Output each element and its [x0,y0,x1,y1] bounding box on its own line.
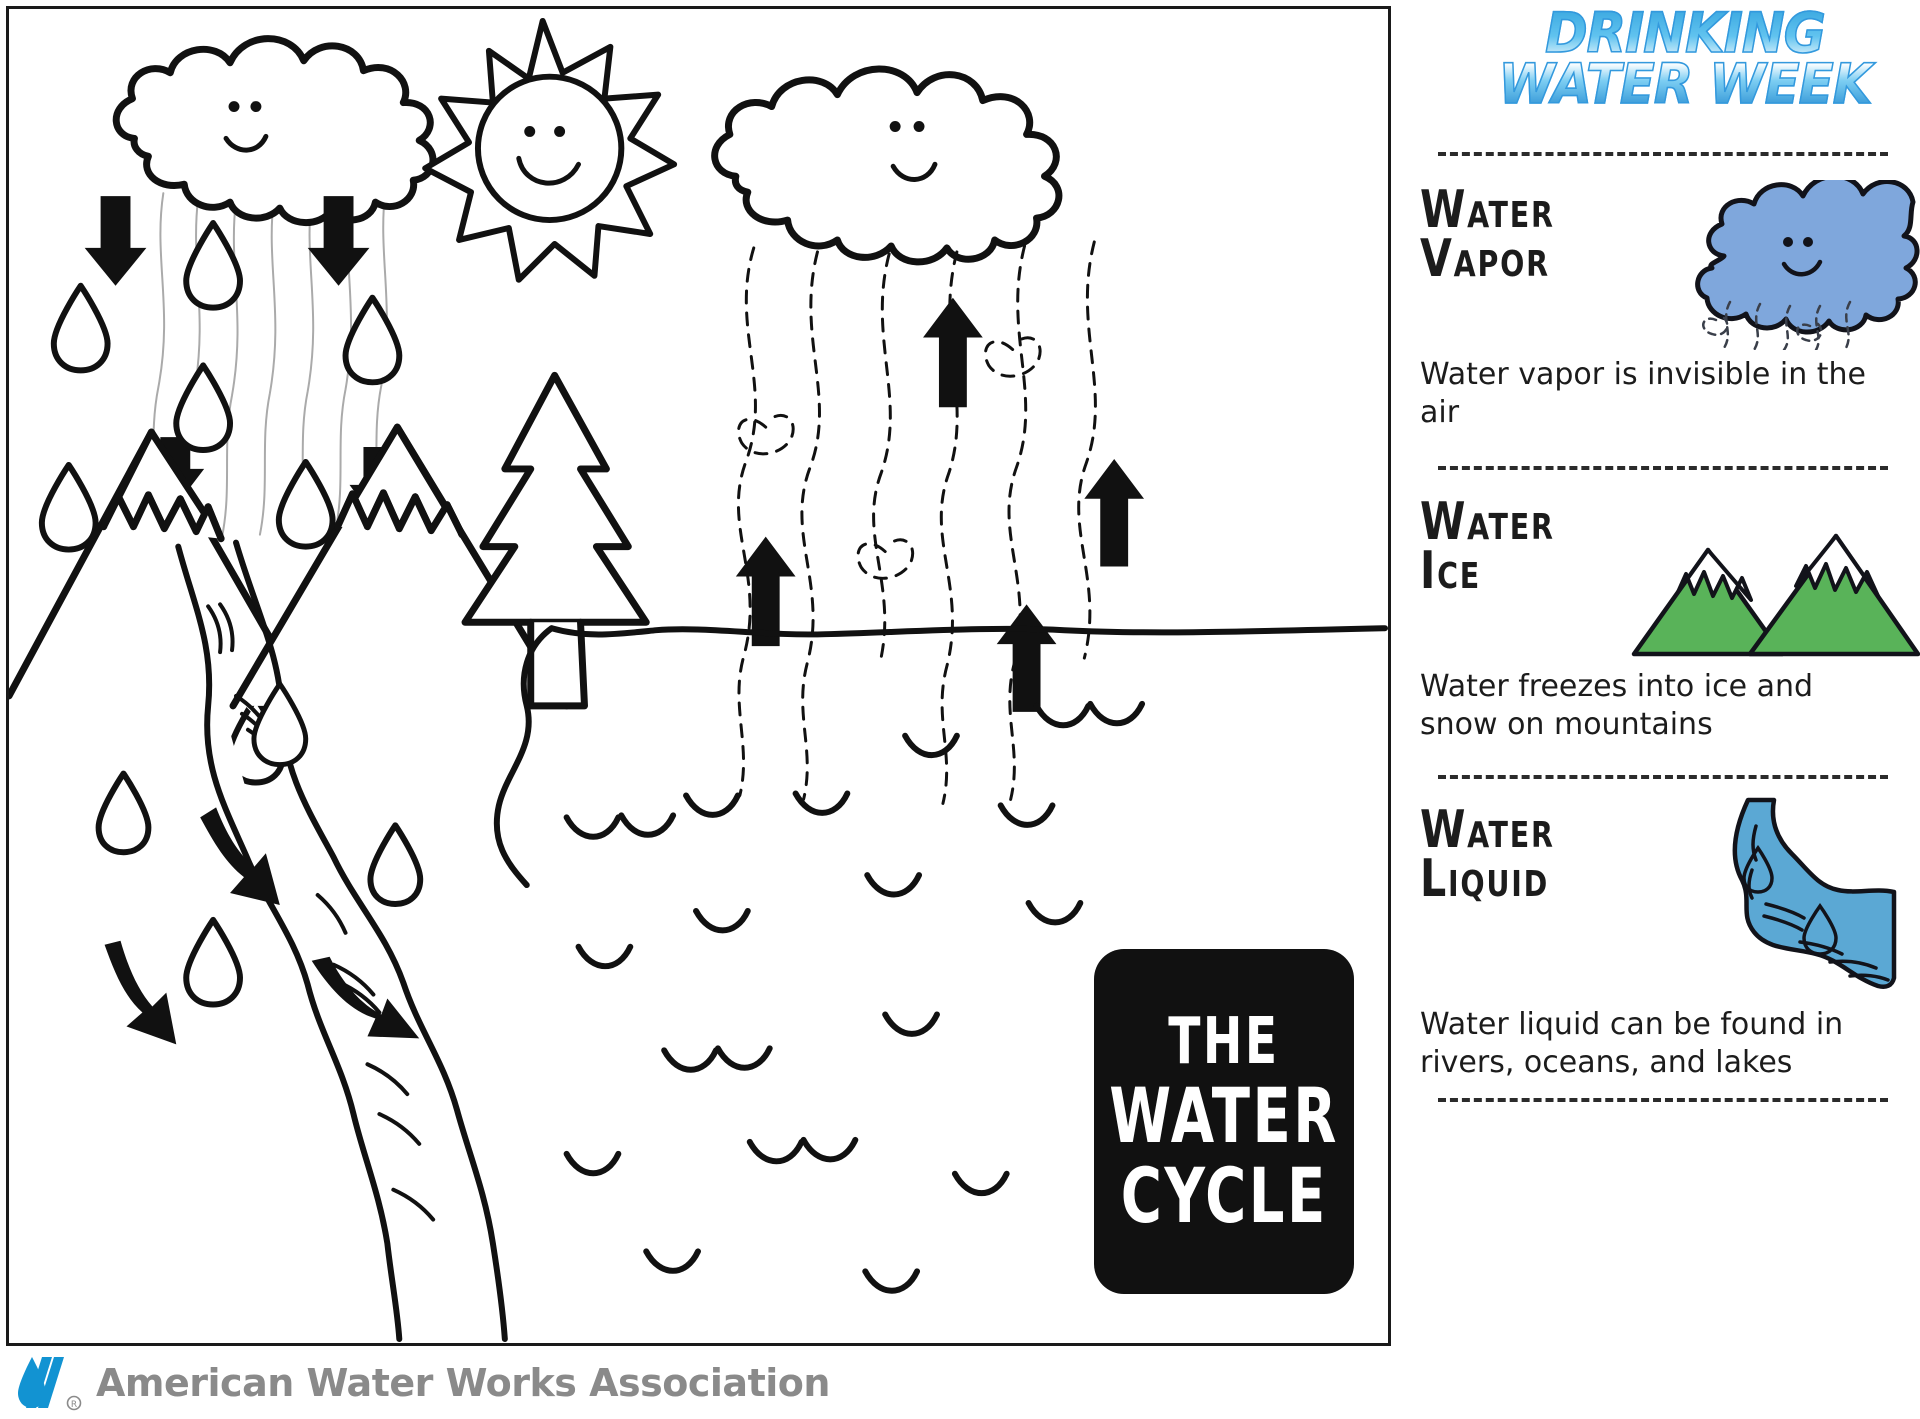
blue-river-icon [1732,797,1897,989]
legend-sidebar: DRINKING WATER WEEK Water Vapor [1400,0,1920,1360]
green-snowcap-mountains-icon [1631,533,1920,657]
section-heading-water-liquid: Water Liquid [1420,800,1555,909]
badge-line-1: THE [1168,1004,1280,1079]
cloud2-eye-right [913,120,925,132]
title-line-1: DRINKING [1544,1,1826,65]
shoreline [493,625,1388,889]
rain-cloud-left [112,35,437,227]
sun-eye-right [554,125,566,137]
section-description-water-vapor: Water vapor is invisible in the air [1420,357,1867,430]
section-description-water-liquid: Water liquid can be found in rivers, oce… [1420,1007,1844,1080]
coloring-illustration-panel: THE WATER CYCLE [6,6,1391,1346]
runoff-arrows [104,807,420,1045]
divider-after-ice [1438,775,1888,779]
legend-section-water-liquid: Water Liquid Water [1420,797,1920,1081]
footer-organization-name: American Water Works Association [96,1361,830,1405]
sun-icon [422,17,678,283]
cloud2-eye-left [889,120,901,132]
mountain-range [9,423,571,710]
legend-section-water-ice: Water Ice Water freezes into ice and sno… [1420,492,1920,743]
cloud-eye-left [228,101,240,113]
dashed-evaporation-lines [737,240,1097,805]
pine-tree [461,371,650,710]
section-heading-water-ice: Water Ice [1420,492,1555,601]
sun-smile [516,155,582,186]
divider-after-vapor [1438,466,1888,470]
the-water-cycle-badge: THE WATER CYCLE [1094,949,1354,1294]
section-heading-water-vapor: Water Vapor [1420,180,1555,289]
svg-text:R: R [71,1400,77,1410]
divider-top [1438,152,1888,156]
section-description-water-ice: Water freezes into ice and snow on mount… [1420,669,1814,742]
water-cycle-illustration [9,17,1388,1343]
ocean-waves [563,700,1146,1294]
legend-section-water-vapor: Water Vapor [1420,180,1920,431]
evaporation-cloud-right [711,65,1063,266]
badge-line-2: WATER [1109,1070,1339,1160]
sun-eye-left [524,125,536,137]
drinking-water-week-title: DRINKING WATER WEEK [1476,5,1895,116]
divider-bottom [1438,1098,1888,1102]
river [175,539,508,1343]
title-line-2: WATER WEEK [1498,51,1873,116]
cloud-smile [223,133,269,153]
badge-line-3: CYCLE [1120,1150,1328,1240]
cloud2-smile [890,161,938,182]
awwa-droplet-logo: R [18,1357,82,1411]
blue-cloud-icon [1695,180,1920,350]
evaporation-arrows [735,297,1145,712]
footer-branding: R American Water Works Association [14,1352,830,1414]
cloud-eye-right [250,101,262,113]
